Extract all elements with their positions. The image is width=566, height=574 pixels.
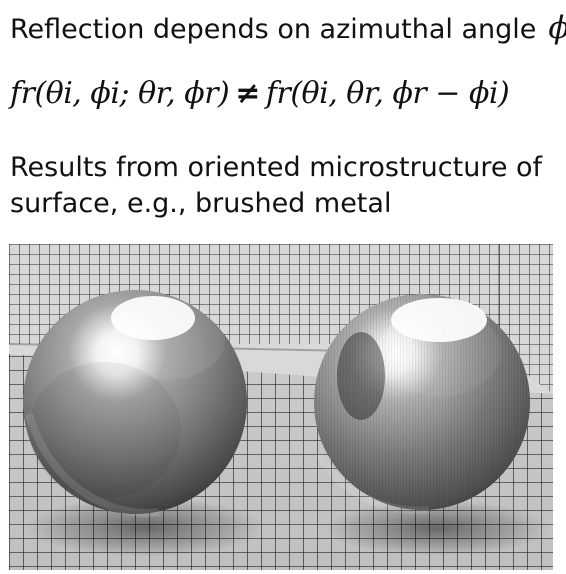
render-svg xyxy=(9,244,553,570)
heading-text: Reflection depends on azimuthal angle xyxy=(10,14,537,45)
brdf-equation: fr(θi, ϕi; θr, ϕr)≠fr(θi, θr, ϕr − ϕi) xyxy=(10,72,510,116)
description-text: Results from oriented microstructure of … xyxy=(10,152,543,219)
heading-line: Reflection depends on azimuthal angle ϕ xyxy=(10,10,566,48)
equation-right: fr(θi, θr, ϕr − ϕi) xyxy=(265,76,510,111)
isotropic-metal-sphere xyxy=(23,290,247,517)
sphere-render-image xyxy=(9,244,553,570)
azimuth-symbol: ϕ xyxy=(548,10,566,46)
not-equal-sign: ≠ xyxy=(235,76,260,111)
equation-left: fr(θi, ϕi; θr, ϕr) xyxy=(10,76,230,111)
anisotropic-brushed-metal-sphere xyxy=(314,294,530,515)
